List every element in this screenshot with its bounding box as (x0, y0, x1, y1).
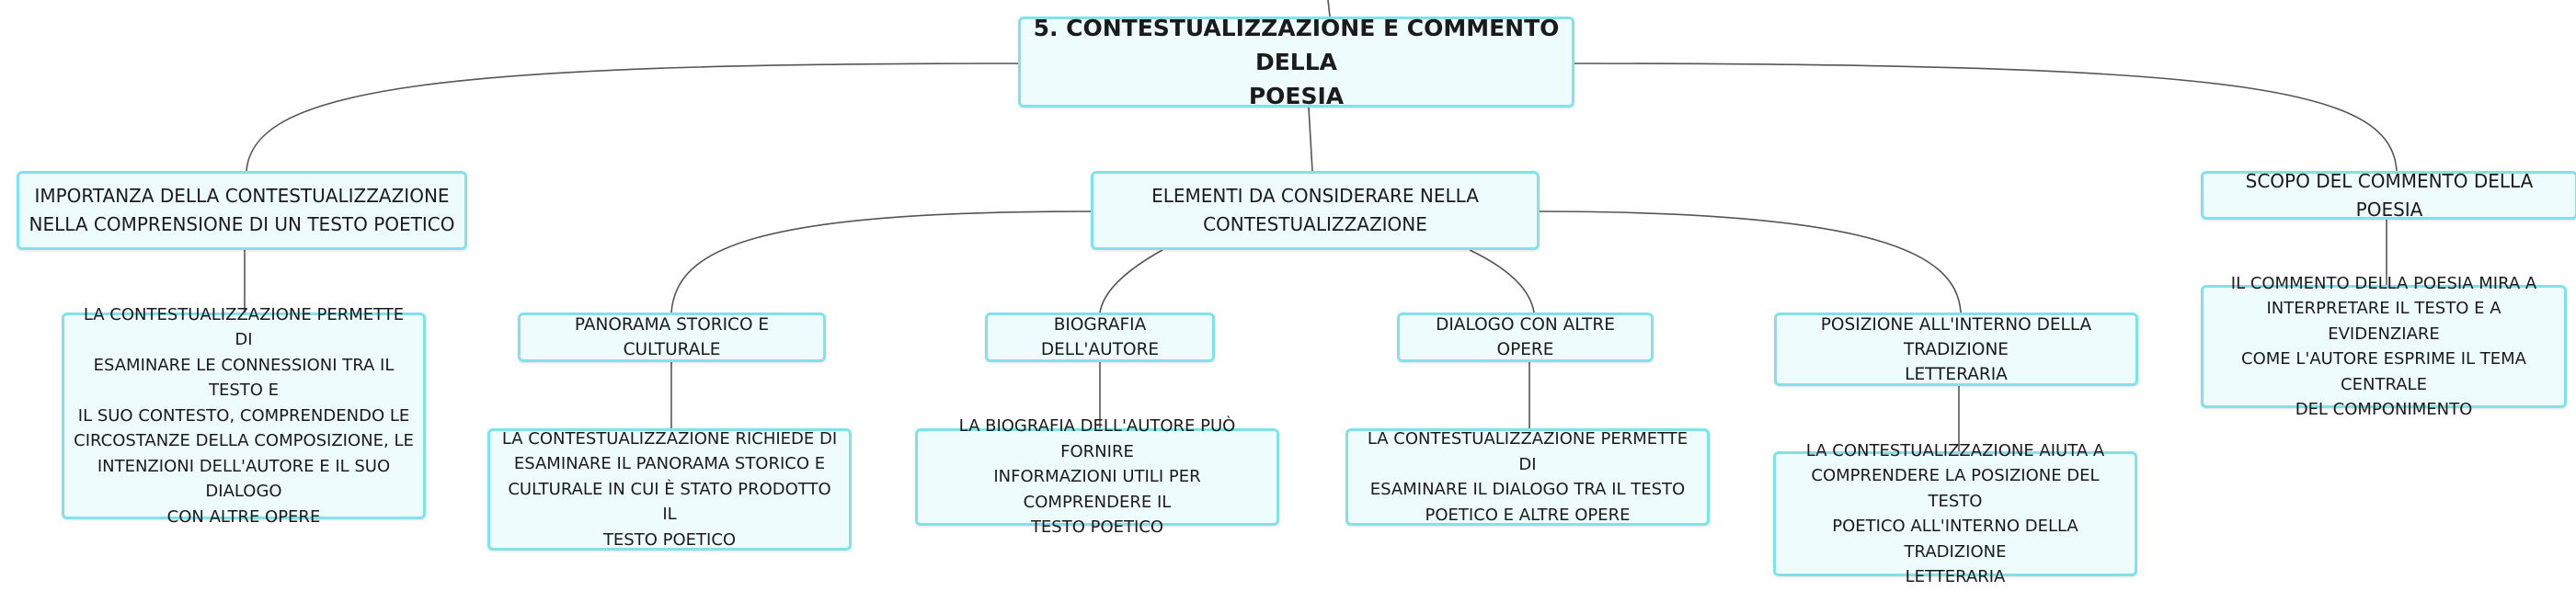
detail-posizione-text: LA CONTESTUALIZZAZIONE AIUTA A COMPRENDE… (1805, 440, 2105, 587)
detail-scopo-node[interactable]: IL COMMENTO DELLA POESIA MIRA A INTERPRE… (2201, 274, 2567, 419)
connector-elementi-panorama (670, 210, 1092, 313)
connector-root-incoming (1327, 0, 1331, 17)
detail-importanza-node[interactable]: LA CONTESTUALIZZAZIONE PERMETTE DI ESAMI… (62, 305, 426, 527)
topic-scopo-node[interactable]: SCOPO DEL COMMENTO DELLA POESIA (2201, 170, 2576, 221)
root-topic-node[interactable]: 5. CONTESTUALIZZAZIONE E COMMENTO DELLA … (1018, 15, 1574, 109)
detail-importanza-text: LA CONTESTUALIZZAZIONE PERMETTE DI ESAMI… (74, 304, 414, 527)
connector-root-elementi (1308, 107, 1313, 172)
subtopic-panorama-label: PANORAMA STORICO E CULTURALE (574, 315, 770, 359)
connector-root-importanza (246, 63, 1019, 172)
subtopic-dialogo-node[interactable]: DIALOGO CON ALTRE OPERE (1397, 313, 1654, 362)
subtopic-biografia-label: BIOGRAFIA DELL'AUTORE (1040, 315, 1160, 359)
detail-posizione-node[interactable]: LA CONTESTUALIZZAZIONE AIUTA A COMPRENDE… (1773, 441, 2137, 586)
subtopic-dialogo-label: DIALOGO CON ALTRE OPERE (1436, 315, 1615, 359)
detail-dialogo-text: LA CONTESTUALIZZAZIONE PERMETTE DI ESAMI… (1367, 429, 1689, 525)
topic-elementi-node[interactable]: ELEMENTI DA CONSIDERARE NELLA CONTESTUAL… (1091, 171, 1540, 250)
detail-scopo-text: IL COMMENTO DELLA POESIA MIRA A INTERPRE… (2230, 273, 2537, 420)
connector-root-scopo (1563, 63, 2398, 172)
detail-biografia-node[interactable]: LA BIOGRAFIA DELL'AUTORE PUÒ FORNIRE INF… (915, 416, 1279, 537)
subtopic-panorama-node[interactable]: PANORAMA STORICO E CULTURALE (518, 313, 826, 362)
topic-importanza-node[interactable]: IMPORTANZA DELLA CONTESTUALIZZAZIONE NEL… (17, 171, 467, 250)
subtopic-biografia-node[interactable]: BIOGRAFIA DELL'AUTORE (985, 313, 1215, 362)
detail-biografia-text: LA BIOGRAFIA DELL'AUTORE PUÒ FORNIRE INF… (958, 416, 1236, 538)
connector-elementi-biografia (1099, 249, 1163, 313)
detail-dialogo-node[interactable]: LA CONTESTUALIZZAZIONE PERMETTE DI ESAMI… (1345, 428, 1710, 526)
topic-scopo-label: SCOPO DEL COMMENTO DELLA POESIA (2245, 169, 2534, 221)
subtopic-posizione-label: POSIZIONE ALL'INTERNO DELLA TRADIZIONE L… (1820, 314, 2092, 384)
detail-panorama-text: LA CONTESTUALIZZAZIONE RICHIEDE DI ESAMI… (501, 428, 838, 550)
detail-panorama-node[interactable]: LA CONTESTUALIZZAZIONE RICHIEDE DI ESAMI… (487, 428, 852, 551)
connector-elementi-dialogo (1469, 249, 1535, 313)
topic-elementi-label: ELEMENTI DA CONSIDERARE NELLA CONTESTUAL… (1151, 185, 1479, 235)
subtopic-posizione-node[interactable]: POSIZIONE ALL'INTERNO DELLA TRADIZIONE L… (1774, 313, 2138, 386)
topic-importanza-label: IMPORTANZA DELLA CONTESTUALIZZAZIONE NEL… (29, 185, 455, 235)
connector-elementi-posizione (1535, 210, 1962, 313)
root-topic-label: 5. CONTESTUALIZZAZIONE E COMMENTO DELLA … (1033, 15, 1560, 109)
